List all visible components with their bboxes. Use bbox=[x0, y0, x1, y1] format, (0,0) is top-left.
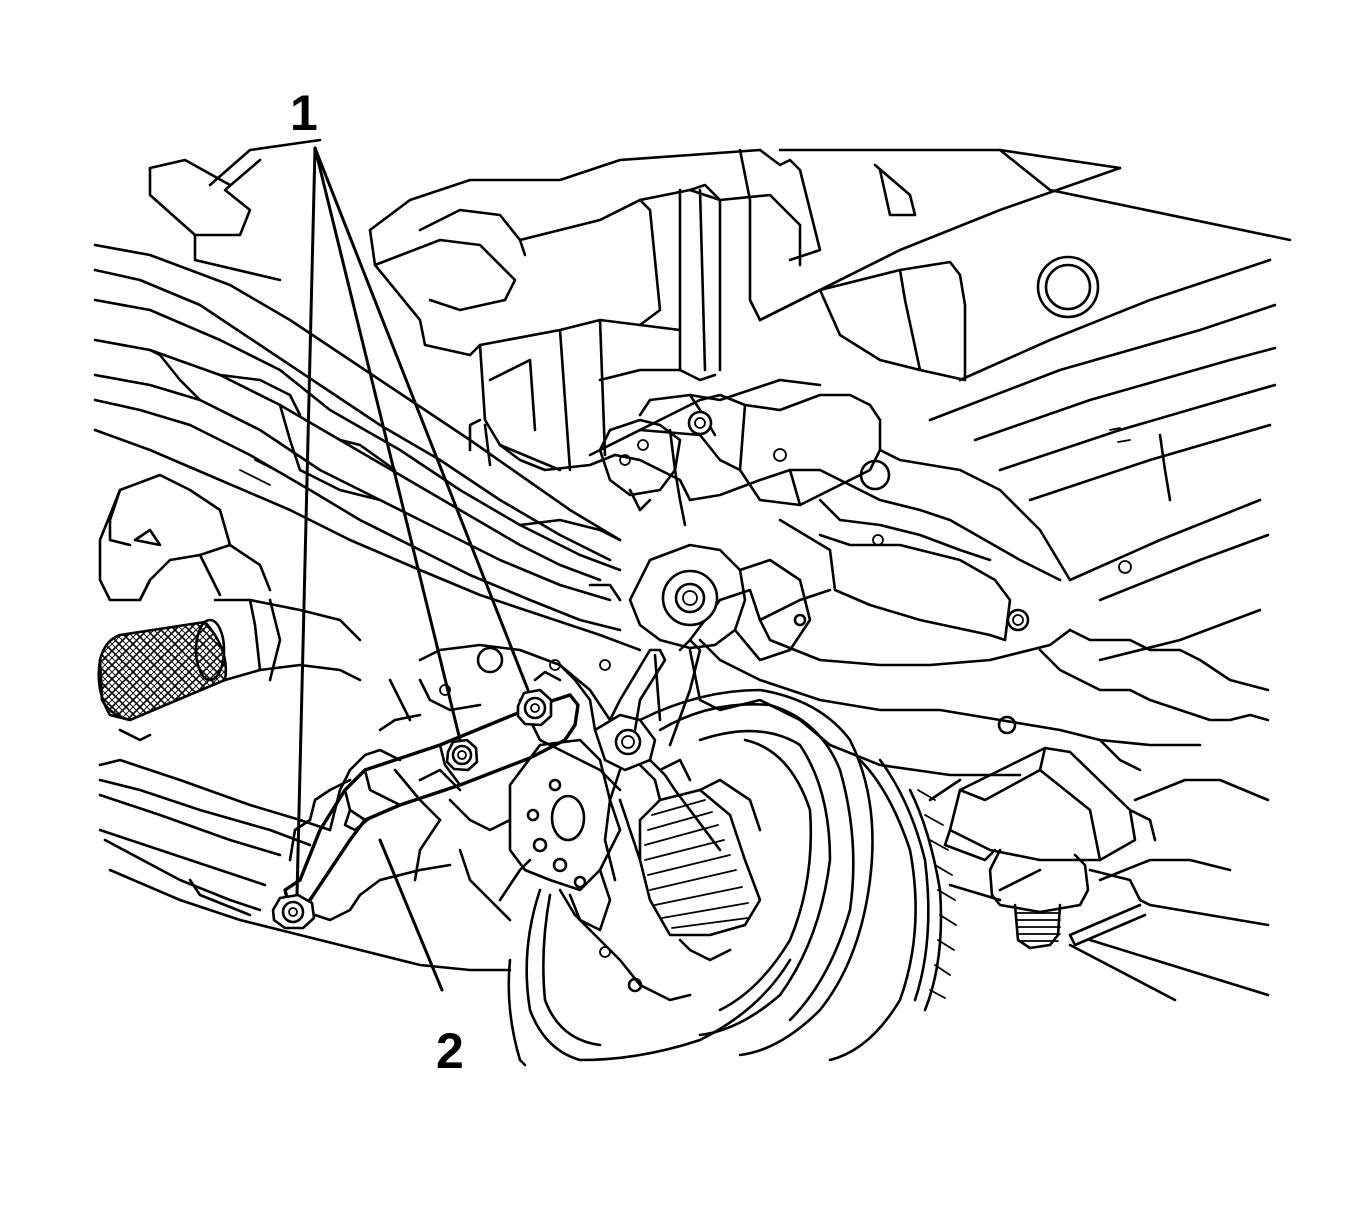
lower-left-body bbox=[98, 598, 532, 972]
floor-pan bbox=[758, 148, 1292, 662]
steering-knuckle bbox=[508, 738, 692, 1002]
leader-1-left bbox=[295, 146, 317, 897]
leader-lines bbox=[295, 146, 530, 992]
fastener-left bbox=[271, 893, 316, 930]
tie-rod bbox=[593, 713, 722, 882]
leader-1-middle bbox=[313, 146, 462, 742]
callout-2: 2 bbox=[436, 1023, 464, 1079]
steering-boot bbox=[618, 778, 762, 962]
leader-2 bbox=[378, 838, 444, 992]
engine-mount bbox=[943, 746, 1157, 950]
lower-right-panels bbox=[928, 778, 1270, 1002]
exhaust-flex-pipe bbox=[97, 598, 362, 742]
engine-block bbox=[148, 138, 967, 472]
mount-bolt bbox=[628, 543, 812, 662]
frame-rail bbox=[93, 243, 642, 652]
wheel bbox=[507, 688, 957, 1067]
left-mount bbox=[98, 473, 272, 602]
fastener-middle bbox=[445, 738, 479, 772]
leader-1-right bbox=[313, 146, 530, 692]
fastener-right bbox=[516, 670, 562, 727]
upper-bracket-area bbox=[598, 378, 822, 527]
fasteners bbox=[271, 670, 562, 930]
callout-1: 1 bbox=[290, 85, 318, 141]
subframe bbox=[588, 393, 1270, 777]
